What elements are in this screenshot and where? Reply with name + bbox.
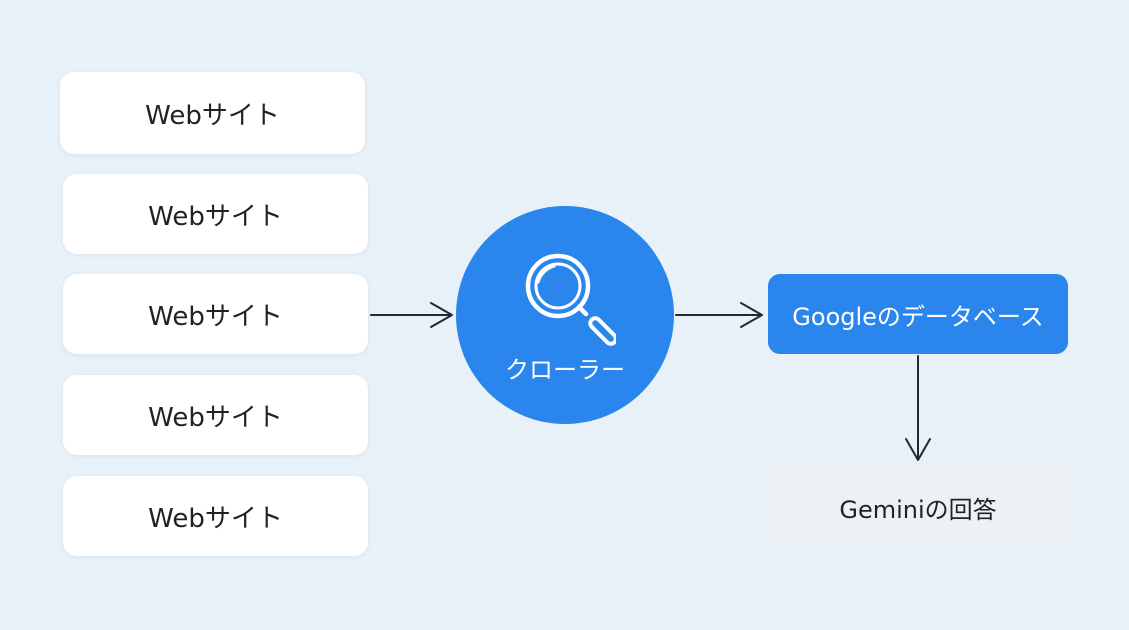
arrowhead-database [740, 302, 763, 328]
answer-label: Geminiの回答 [839, 495, 997, 524]
website-label: Webサイト [148, 201, 283, 232]
arrowhead-answer [905, 438, 931, 461]
website-label: Webサイト [148, 503, 283, 534]
database-box: Googleのデータベース [768, 274, 1068, 354]
website-box-5: Webサイト [63, 476, 368, 556]
website-label: Webサイト [145, 100, 280, 131]
website-label: Webサイト [148, 301, 283, 332]
website-box-2: Webサイト [63, 174, 368, 254]
database-label: Googleのデータベース [792, 302, 1044, 331]
crawler-node: クローラー [456, 206, 674, 424]
arrowhead-crawler [430, 302, 453, 328]
website-box-1: Webサイト [60, 72, 365, 154]
answer-box: Geminiの回答 [768, 467, 1068, 547]
website-label: Webサイト [148, 402, 283, 433]
website-box-4: Webサイト [63, 375, 368, 455]
magnifier-icon [525, 253, 616, 346]
crawler-label: クローラー [505, 356, 625, 384]
website-box-3: Webサイト [63, 274, 368, 354]
